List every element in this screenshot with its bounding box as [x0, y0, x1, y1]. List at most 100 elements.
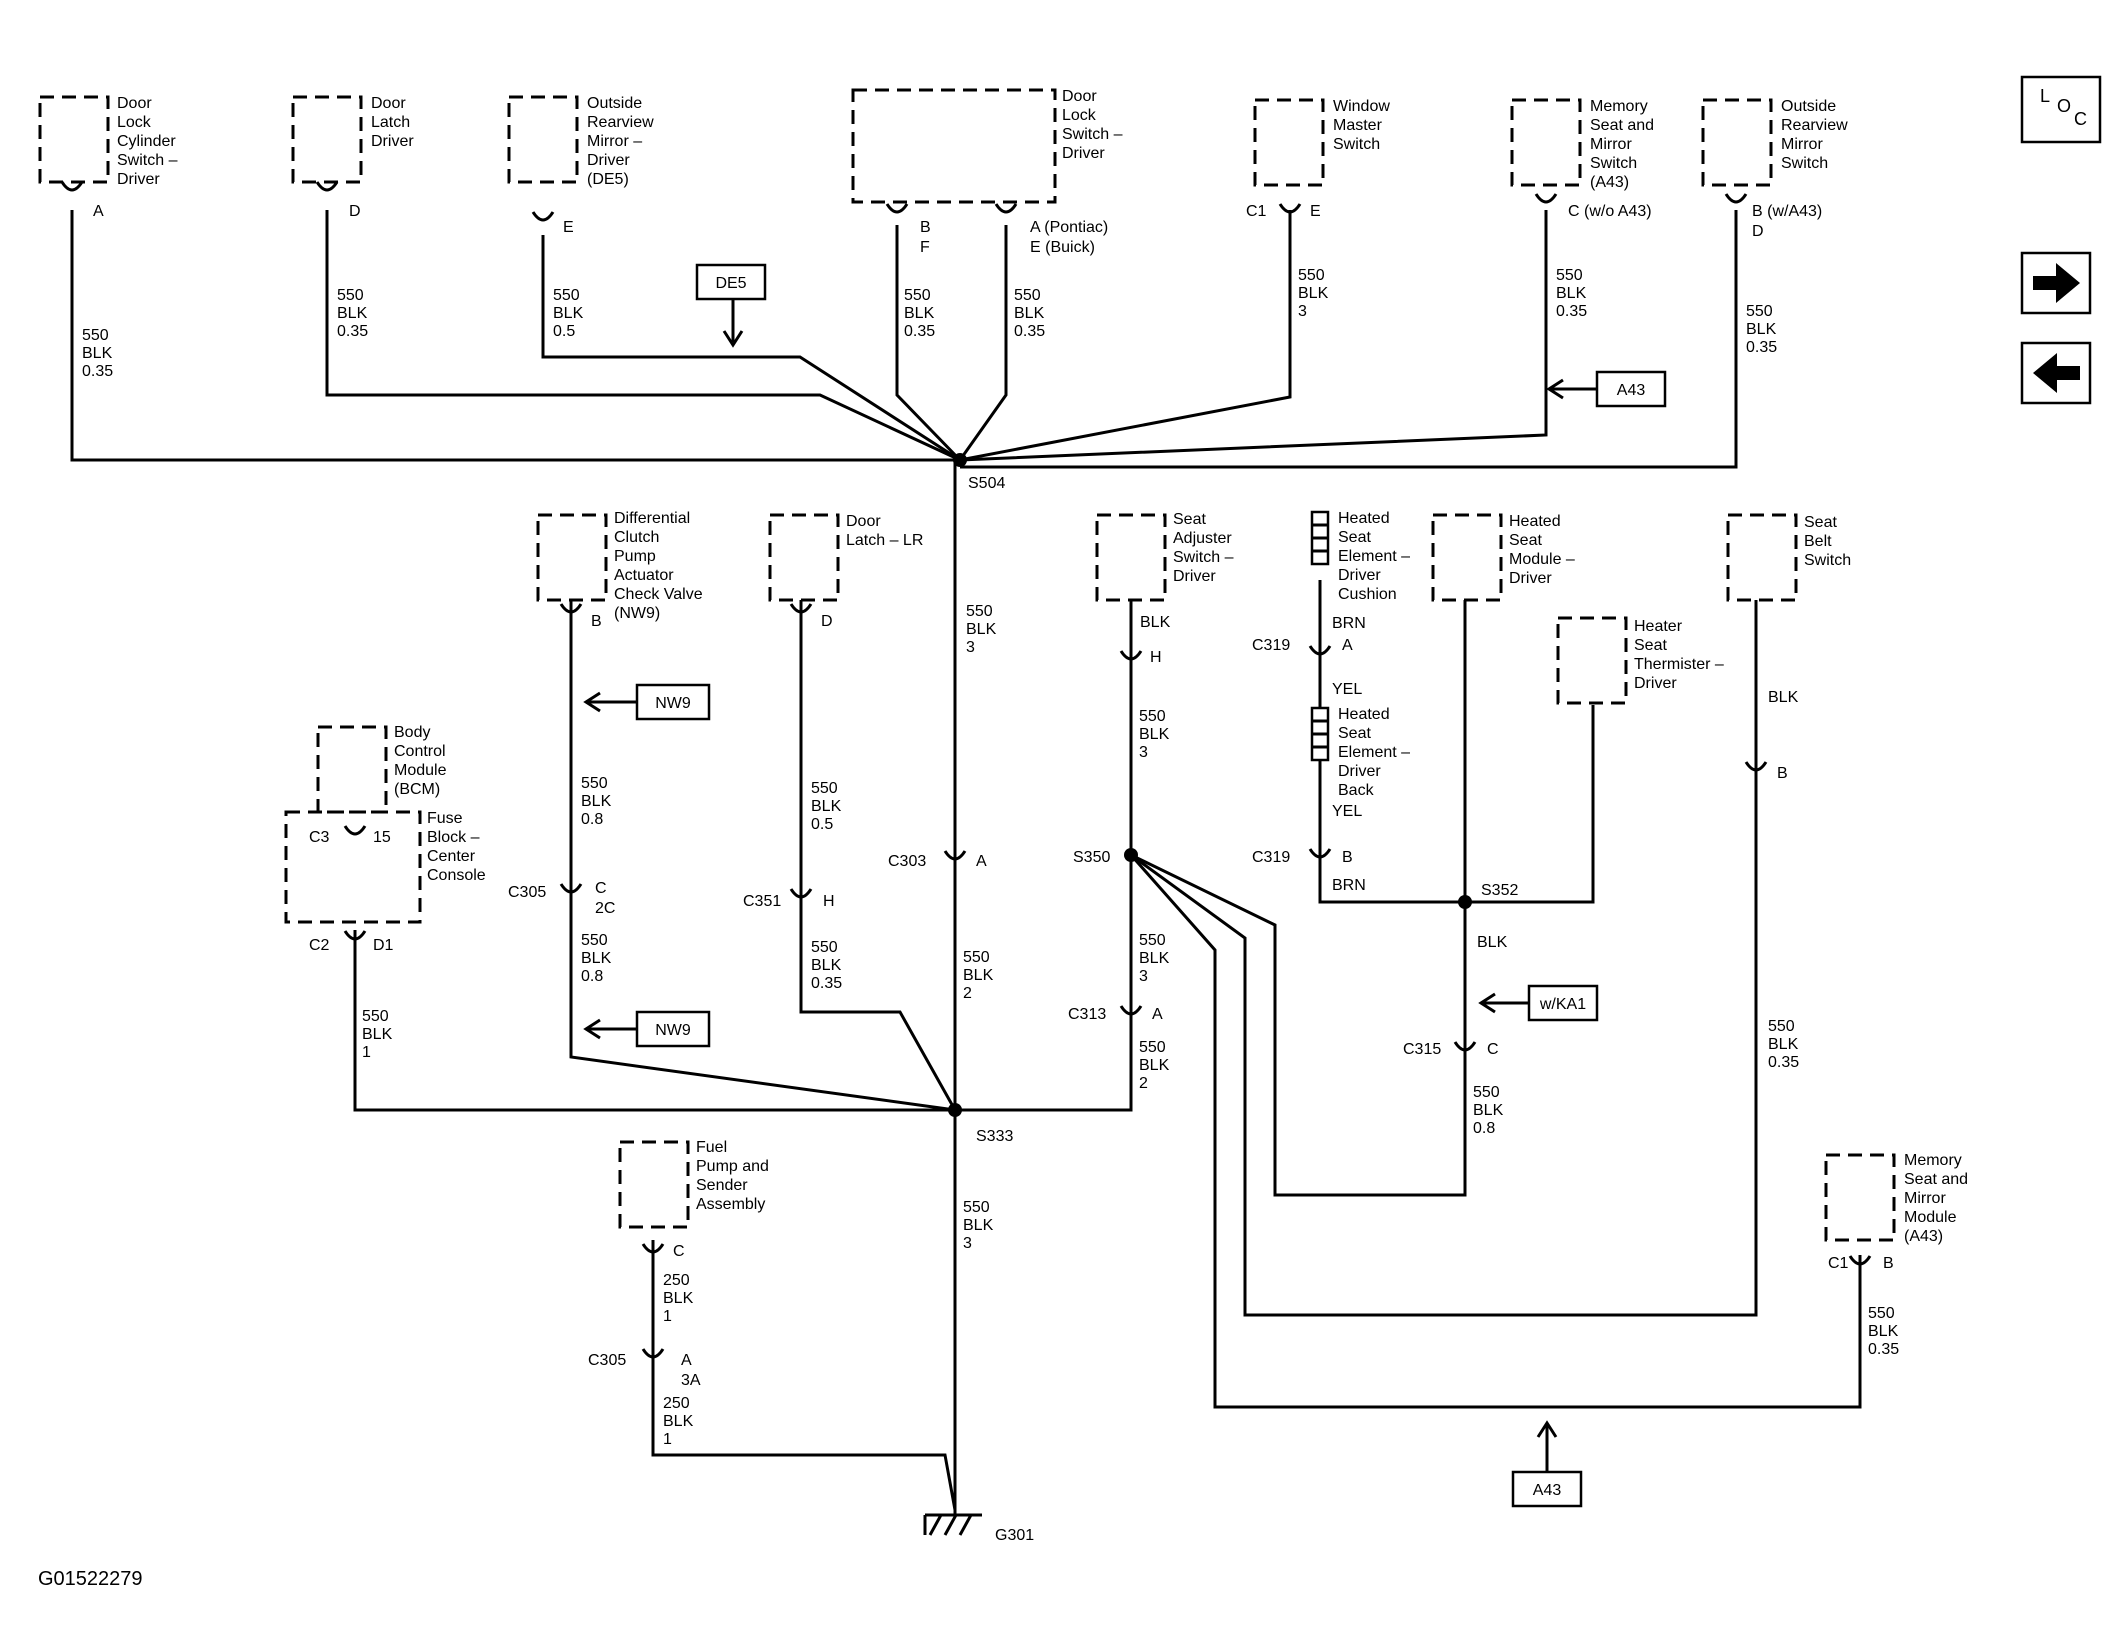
wire-label: 1 [663, 1431, 672, 1448]
component-label: Door [846, 513, 881, 530]
component-label: Window [1333, 98, 1390, 115]
wire-label: BLK [1473, 1102, 1504, 1119]
component-label: Switch [1333, 136, 1380, 153]
arrow-right-icon[interactable] [2020, 251, 2092, 315]
wire-label: 3 [1139, 968, 1148, 985]
memory-module-box [1824, 1153, 1896, 1242]
wire-label: 0.35 [1868, 1341, 1899, 1358]
component-label: Control [394, 743, 446, 760]
component-label: Pump and [696, 1158, 769, 1175]
wire-label: 0.35 [904, 323, 935, 340]
component-label: Belt [1804, 533, 1832, 550]
component-label: Switch – [117, 152, 178, 169]
component-label: Thermister – [1634, 656, 1724, 673]
wire-label: BLK [904, 305, 935, 322]
loc-button[interactable]: L O C [2020, 75, 2102, 144]
pin-label: H [1150, 649, 1162, 666]
wire-label: BLK [1139, 950, 1170, 967]
door-lock-cylinder-switch-box [38, 95, 110, 184]
wire-label: 0.35 [1746, 339, 1777, 356]
component-label: Heated [1338, 510, 1390, 527]
a43-option-tag: A43 [1511, 1420, 1583, 1508]
wire-label: 550 [904, 287, 931, 304]
component-label: Lock [1062, 107, 1097, 124]
component-label: Switch [1590, 155, 1637, 172]
pin-label: D1 [373, 937, 394, 954]
component-label: Seat [1509, 532, 1542, 549]
wire-label: 550 [1298, 267, 1325, 284]
connector-cup-icon [1308, 645, 1332, 656]
s350-splice [1124, 848, 1138, 862]
pin-label: E (Buick) [1030, 239, 1095, 256]
component-label: Module – [1509, 551, 1575, 568]
pin-label: 3A [681, 1372, 701, 1389]
component-label: Driver [1338, 763, 1381, 780]
connector-cup-icon [885, 203, 909, 214]
component-label: Driver [1338, 567, 1381, 584]
wire-label: BLK [581, 950, 612, 967]
component-label: (A43) [1590, 174, 1629, 191]
pin-label: B [920, 219, 931, 236]
heater-thermister-box [1556, 616, 1628, 705]
wire-label: BLK [1298, 285, 1329, 302]
pin-label: S352 [1481, 882, 1518, 899]
wire-label: 550 [82, 327, 109, 344]
component-label: Switch [1781, 155, 1828, 172]
wire-label: 550 [1556, 267, 1583, 284]
wire-label: 550 [1139, 1039, 1166, 1056]
pin-label: D [349, 203, 361, 220]
pin-label: C305 [508, 884, 546, 901]
wire-label: 1 [362, 1044, 371, 1061]
s504-splice [953, 453, 967, 467]
wire-label: 0.35 [1768, 1054, 1799, 1071]
wire-label: 0.5 [811, 816, 833, 833]
pin-label: B [1777, 765, 1788, 782]
fuse-block-box [284, 810, 422, 924]
window-master-switch-box [1253, 98, 1325, 187]
wire-label: 550 [581, 775, 608, 792]
wire-label: BLK [963, 1217, 994, 1234]
wire-label: BLK [811, 798, 842, 815]
wire-label: 0.35 [1014, 323, 1045, 340]
pin-label: C305 [588, 1352, 626, 1369]
wire-label: 550 [811, 939, 838, 956]
connector-cup-icon [641, 1243, 665, 1254]
wire-label: 550 [1473, 1084, 1500, 1101]
svg-text:L: L [2040, 86, 2050, 106]
pin-label: BRN [1332, 877, 1366, 894]
component-boxes [38, 88, 1896, 1242]
wire-label: 550 [1014, 287, 1041, 304]
component-label: Driver [1634, 675, 1677, 692]
pin-label: B [1342, 849, 1353, 866]
component-label: Mirror [1904, 1190, 1946, 1207]
component-label: Latch [371, 114, 410, 131]
component-label: (NW9) [614, 605, 660, 622]
pin-label: C315 [1403, 1041, 1441, 1058]
arrow-left-icon[interactable] [2020, 341, 2092, 405]
pin-label: C319 [1252, 849, 1290, 866]
connector-cup-icon [789, 888, 813, 899]
wire-label: 550 [811, 780, 838, 797]
pin-label: B (w/A43) [1752, 203, 1822, 220]
ground-symbol-icon [923, 1513, 982, 1536]
component-label: Driver [1062, 145, 1105, 162]
component-label: (BCM) [394, 781, 440, 798]
pin-label: C313 [1068, 1006, 1106, 1023]
pin-label: YEL [1332, 681, 1362, 698]
wire-label: 250 [663, 1395, 690, 1412]
component-label: Driver [117, 171, 160, 188]
connector-cup-icon [789, 603, 813, 614]
wire-label: 2 [1139, 1075, 1148, 1092]
de5-option-tag: DE5 [695, 263, 767, 348]
outside-mirror-driver-box [507, 95, 579, 184]
wire-label: 3 [966, 639, 975, 656]
component-label: Rearview [587, 114, 654, 131]
wire-label: 3 [963, 1235, 972, 1252]
pin-label: F [920, 239, 930, 256]
wire-label: 550 [1746, 303, 1773, 320]
wire-label: 550 [553, 287, 580, 304]
wires [70, 210, 1862, 1515]
component-label: Driver [371, 133, 414, 150]
component-label: Back [1338, 782, 1375, 799]
component-label: Outside [1781, 98, 1836, 115]
